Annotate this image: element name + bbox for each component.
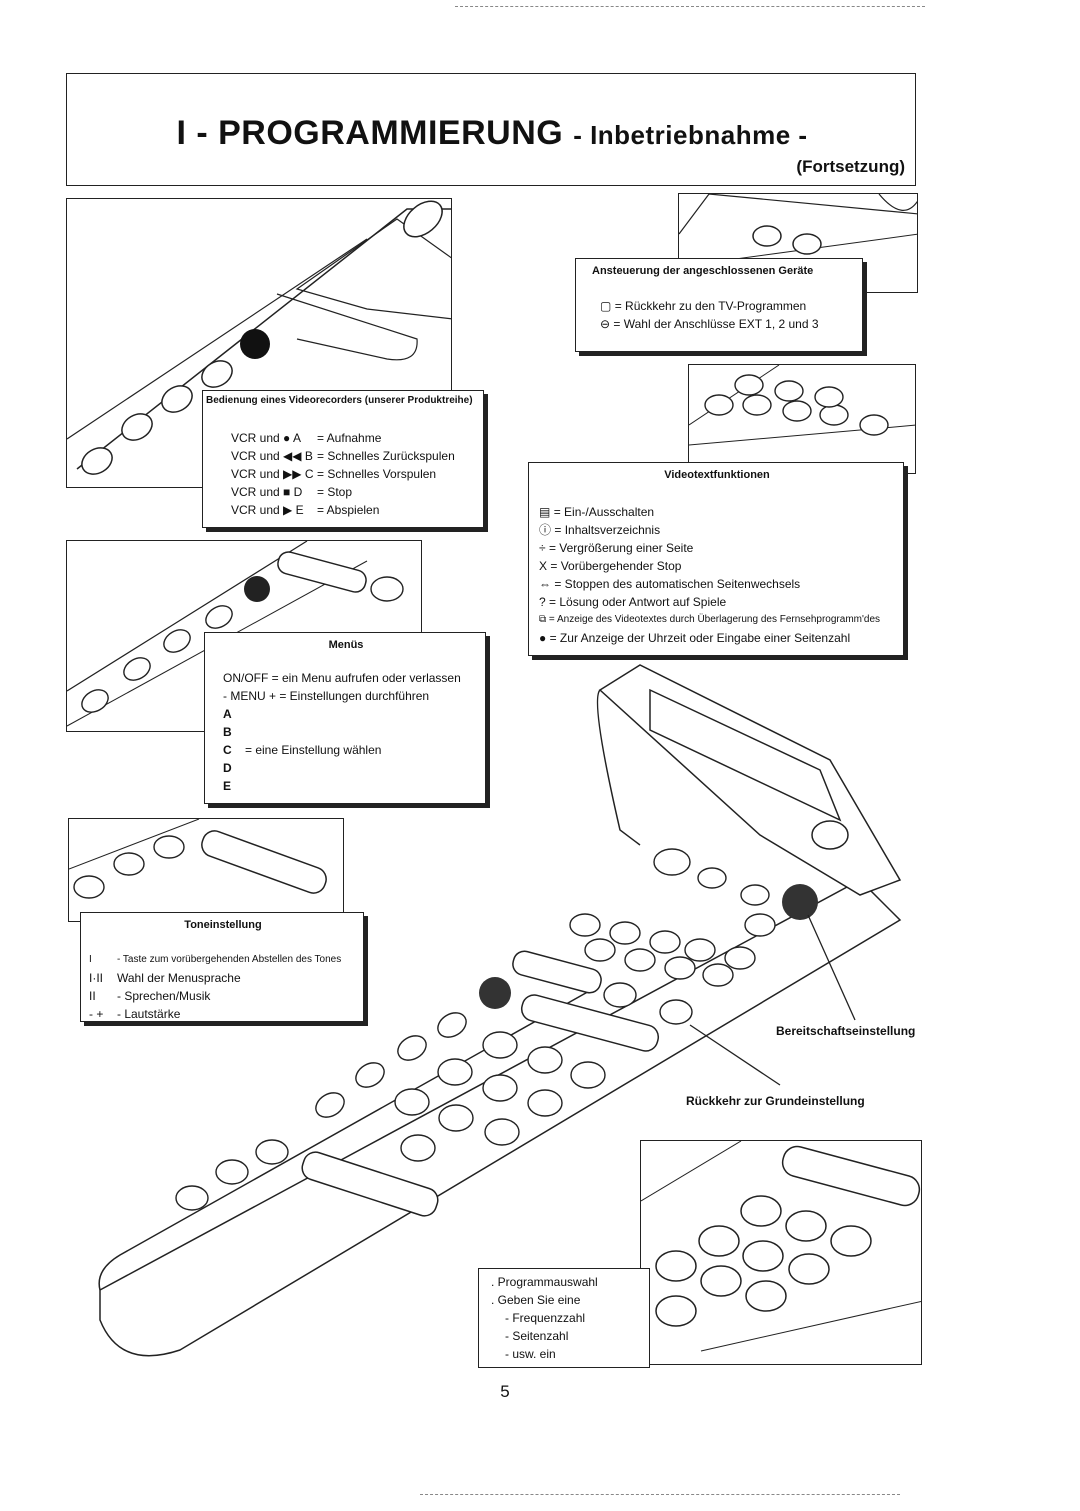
teletext-row: ▤ = Ein-/Ausschalten bbox=[539, 505, 655, 519]
devices-row: ▢ = Rückkehr zu den TV-Programmen bbox=[600, 299, 807, 313]
sound-heading: Toneinstellung bbox=[184, 919, 262, 931]
teletext-callout: Videotextfunktionen ▤ = Ein-/Ausschalten… bbox=[528, 462, 904, 656]
teletext-row: ⧉ = Anzeige des Videotextes durch Überla… bbox=[539, 614, 881, 625]
vcr-row: VCR und ▶ E= Abspielen bbox=[231, 503, 380, 517]
reset-label: Rückkehr zur Grundeinstellung bbox=[686, 1094, 865, 1108]
teletext-row: ÷ = Vergrößerung einer Seite bbox=[539, 541, 694, 555]
standby-label: Bereitschaftseinstellung bbox=[776, 1024, 916, 1038]
scan-artifact-line bbox=[420, 1494, 900, 1497]
scan-artifact-line bbox=[455, 6, 925, 9]
devices-heading: Ansteuerung der angeschlossenen Geräte bbox=[592, 265, 814, 277]
menus-letter: B bbox=[223, 725, 232, 739]
vcr-list: VCR und ● A= Aufnahme VCR und ◀◀ B= Schn… bbox=[231, 429, 455, 519]
question-icon: ? bbox=[539, 595, 546, 609]
number-keys-illustration bbox=[640, 1140, 922, 1365]
menus-line: - MENU + = Einstellungen durchführen bbox=[223, 689, 430, 703]
menus-callout: Menüs ON/OFF = ein Menu aufrufen oder ve… bbox=[204, 632, 486, 804]
teletext-row: ? = Lösung oder Antwort auf Spiele bbox=[539, 595, 727, 609]
stop-icon: X bbox=[539, 559, 548, 573]
volume-icon: - + bbox=[89, 1007, 104, 1021]
continued-label: (Fortsetzung) bbox=[796, 157, 905, 176]
index-icon: ⓘ bbox=[539, 523, 552, 537]
devices-list: ▢ = Rückkehr zu den TV-Programmen ⊖ = Wa… bbox=[600, 297, 819, 333]
program-line: . Programmauswahl bbox=[491, 1275, 598, 1289]
menus-letter: D bbox=[223, 761, 232, 775]
page-title: I - PROGRAMMIERUNG - Inbetriebnahme - bbox=[67, 114, 917, 153]
sound-callout: Toneinstellung I- Taste zum vorübergehen… bbox=[80, 912, 364, 1022]
program-list: . Programmauswahl . Geben Sie eine - Fre… bbox=[491, 1273, 598, 1363]
menus-letter: E bbox=[223, 779, 232, 793]
sound-list: I- Taste zum vorübergehenden Abstellen d… bbox=[89, 951, 341, 1023]
devices-callout: Ansteuerung der angeschlossenen Geräte ▢… bbox=[575, 258, 863, 352]
enlarge-icon: ÷ bbox=[539, 541, 546, 555]
teletext-heading: Videotextfunktionen bbox=[664, 469, 770, 481]
program-line: . Geben Sie eine bbox=[491, 1293, 581, 1307]
menus-heading: Menüs bbox=[328, 639, 364, 651]
teletext-row: ● = Zur Anzeige der Uhrzeit oder Eingabe… bbox=[539, 631, 851, 645]
devices-row: ⊖ = Wahl der Anschlüsse EXT 1, 2 und 3 bbox=[600, 317, 819, 331]
title-sub: - Inbetriebnahme - bbox=[573, 120, 808, 150]
tv-icon: ▢ bbox=[600, 299, 612, 313]
teletext-icon: ▤ bbox=[539, 505, 551, 519]
sound-row: II- Sprechen/Musik bbox=[89, 989, 211, 1003]
program-callout: . Programmauswahl . Geben Sie eine - Fre… bbox=[478, 1268, 650, 1368]
hold-icon: ⇔ bbox=[539, 577, 551, 591]
teletext-row: ⓘ = Inhaltsverzeichnis bbox=[539, 523, 661, 537]
menus-line: ON/OFF = ein Menu aufrufen oder verlasse… bbox=[223, 671, 461, 685]
clock-icon: ● bbox=[539, 631, 547, 645]
program-line: - Frequenzzahl bbox=[505, 1311, 586, 1325]
sound-keys-illustration bbox=[68, 818, 344, 922]
menus-list: ON/OFF = ein Menu aufrufen oder verlasse… bbox=[223, 669, 461, 795]
speech-music-icon: II bbox=[89, 989, 96, 1003]
vcr-row: VCR und ■ D= Stop bbox=[231, 485, 353, 499]
mix-icon: ⧉ bbox=[539, 614, 547, 625]
ext-icon: ⊖ bbox=[600, 317, 611, 331]
vcr-heading: Bedienung eines Videorecorders (unserer … bbox=[206, 395, 473, 406]
teletext-keys-illustration bbox=[688, 364, 916, 474]
title-box: I - PROGRAMMIERUNG - Inbetriebnahme - (F… bbox=[66, 73, 916, 186]
teletext-list: ▤ = Ein-/Ausschalten ⓘ = Inhaltsverzeich… bbox=[539, 503, 880, 647]
teletext-row: ⇔ = Stoppen des automatischen Seitenwech… bbox=[539, 577, 801, 591]
vcr-row: VCR und ▶▶ C= Schnelles Vorspulen bbox=[231, 467, 437, 481]
menus-letter-row: C= eine Einstellung wählen bbox=[223, 743, 382, 757]
language-icon: I·II bbox=[89, 971, 103, 985]
program-line: - Seitenzahl bbox=[505, 1329, 569, 1343]
title-main: I - PROGRAMMIERUNG bbox=[176, 114, 564, 152]
teletext-row: X = Vorübergehender Stop bbox=[539, 559, 682, 573]
vcr-row: VCR und ● A= Aufnahme bbox=[231, 431, 382, 445]
vcr-row: VCR und ◀◀ B= Schnelles Zurückspulen bbox=[231, 449, 455, 463]
program-line: - usw. ein bbox=[505, 1347, 556, 1361]
sound-row: - +- Lautstärke bbox=[89, 1007, 181, 1021]
page-number: 5 bbox=[500, 1382, 510, 1401]
vcr-callout: Bedienung eines Videorecorders (unserer … bbox=[202, 390, 484, 528]
menus-letter: A bbox=[223, 707, 232, 721]
sound-row: I- Taste zum vorübergehenden Abstellen d… bbox=[89, 951, 341, 969]
mute-icon: I bbox=[89, 954, 92, 965]
